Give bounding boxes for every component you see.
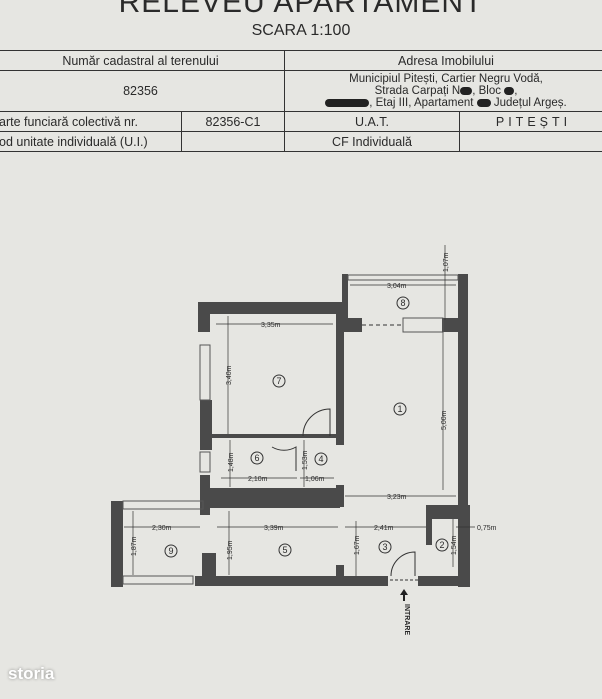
svg-text:1,67m: 1,67m [354,535,361,555]
room-2: 2 [435,538,449,552]
svg-text:INTRARE: INTRARE [403,604,410,635]
svg-text:2,30m: 2,30m [152,525,172,532]
address-line-2: Strada Carpați N, Bloc , [374,85,518,97]
room-9: 9 [164,544,178,558]
room-5: 5 [278,543,292,557]
address-value: Municipiul Pitești, Cartier Negru Vodă, … [284,70,602,112]
svg-text:6: 6 [254,453,259,463]
scale-label: SCARA 1:100 [251,22,351,39]
walls [111,274,470,587]
windows [122,274,459,585]
svg-text:1,06m: 1,06m [305,476,325,483]
room-4: 4 [314,452,328,466]
svg-text:3,39m: 3,39m [264,525,284,532]
svg-text:2,41m: 2,41m [374,525,394,532]
svg-text:3,23m: 3,23m [387,494,407,501]
address-line-1: Municipiul Pitești, Cartier Negru Vodă, [349,73,543,85]
svg-text:5,00m: 5,00m [441,410,448,430]
entrance-arrow-icon [400,589,408,601]
svg-text:1,87m: 1,87m [131,536,138,556]
dimension-labels: 3,35m 3,40m 3,04m 1,07m 5,00m 2,10m 1,48… [131,252,497,560]
svg-text:5: 5 [282,545,287,555]
doors [271,324,418,581]
svg-text:1,95m: 1,95m [227,540,234,560]
document-title: RELEVEU APARTAMENT [118,0,484,19]
svg-text:1,07m: 1,07m [443,252,450,272]
svg-text:1,54m: 1,54m [451,535,458,555]
svg-text:0,75m: 0,75m [477,525,497,532]
cf-individual-label: CF Individuală [284,131,460,152]
svg-text:1,48m: 1,48m [228,452,235,472]
svg-text:7: 7 [276,376,281,386]
room-6: 6 [250,451,264,465]
room-labels: 7 1 8 6 4 9 5 3 2 [164,296,449,558]
svg-text:3,04m: 3,04m [387,283,407,290]
svg-text:2,10m: 2,10m [248,476,268,483]
svg-text:9: 9 [168,546,173,556]
room-1: 1 [393,402,407,416]
address-label: Adresa Imobilului [284,50,602,71]
svg-text:3,35m: 3,35m [261,322,281,329]
svg-text:1,53m: 1,53m [302,450,309,470]
svg-text:8: 8 [400,298,405,308]
cf-label: arte funciară colectivă nr. [0,111,182,132]
address-line-3: , Etaj III, Apartament Județul Argeș. [287,97,602,109]
room-8: 8 [396,296,410,310]
cf-individual-value [459,131,602,152]
room-3: 3 [378,540,392,554]
cadastral-table: Număr cadastral al terenului Adresa Imob… [0,50,602,152]
room-7: 7 [272,374,286,388]
storia-watermark-logo: storia [8,664,55,683]
svg-text:3: 3 [382,542,387,552]
svg-text:1: 1 [397,404,402,414]
svg-text:2: 2 [439,540,444,550]
dimension-lines [124,245,475,576]
uat-label: U.A.T. [284,111,460,132]
svg-text:4: 4 [318,454,323,464]
cf-value: 82356-C1 [181,111,285,132]
svg-text:3,40m: 3,40m [226,365,233,385]
entrance-marker: INTRARE [400,589,410,635]
